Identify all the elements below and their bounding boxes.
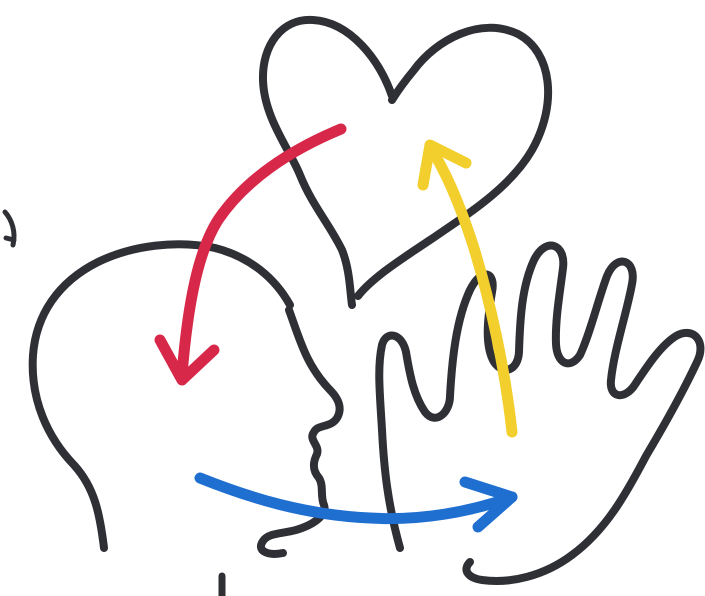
hand-group — [379, 246, 700, 581]
edge-mark-left — [5, 212, 14, 245]
heart-group — [263, 20, 548, 305]
heart-icon — [263, 20, 548, 305]
blue-arrow-group — [200, 478, 512, 527]
open-hand-icon — [379, 246, 700, 581]
red-arrow-icon — [182, 129, 341, 375]
red-arrow-group — [160, 129, 341, 380]
